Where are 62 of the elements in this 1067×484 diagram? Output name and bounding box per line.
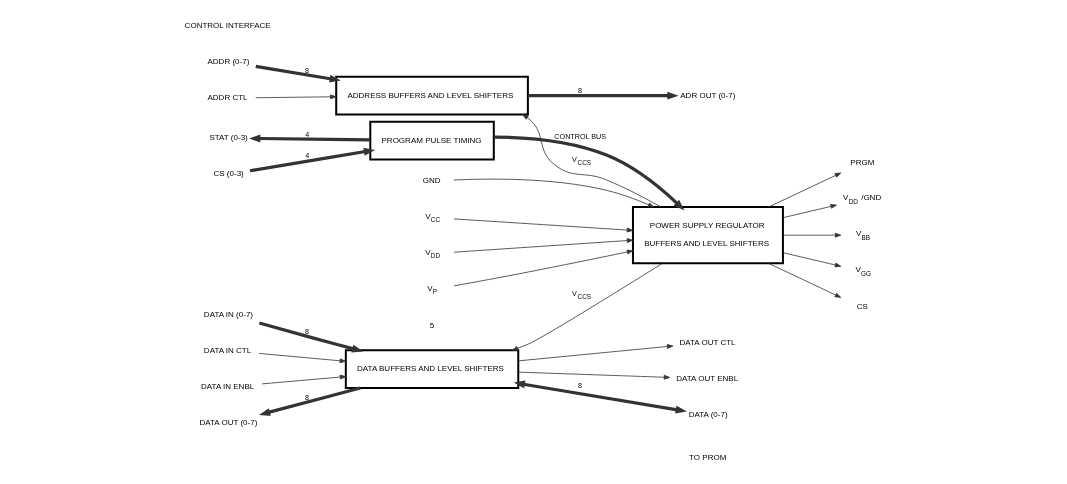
arrow <box>249 134 371 143</box>
arrow <box>768 262 842 298</box>
label: TO PROM <box>689 453 727 463</box>
node-text: DATA OUT (0-7) <box>199 417 258 427</box>
node-text: V$_{CC}$ <box>425 211 441 224</box>
arrow <box>493 135 685 211</box>
arrow <box>522 114 662 208</box>
edge-label: 8 <box>304 66 309 76</box>
arrow <box>518 344 674 362</box>
arrow <box>258 386 361 416</box>
arrow <box>255 64 341 83</box>
label: 5 <box>429 320 435 330</box>
arrow <box>528 91 679 100</box>
node-box: ADDRESS BUFFERS AND LEVEL SHIFTERS <box>335 75 529 116</box>
node-text: STAT (0-3) <box>209 133 248 143</box>
arrow <box>768 172 842 208</box>
arrow <box>453 178 655 208</box>
node-text: CS (0-3) <box>213 169 244 179</box>
arrow <box>782 204 837 219</box>
edge-label: CONTROL BUS <box>554 132 607 142</box>
arrow <box>261 374 347 385</box>
arrow <box>453 238 634 253</box>
arrow <box>453 218 634 233</box>
edge-label: 4 <box>305 151 310 161</box>
node-text: DATA OUT CTL <box>679 337 736 347</box>
node-text: V$_{GG}$ <box>855 265 872 277</box>
node-text: PRGM <box>850 158 875 168</box>
edge-label: 8 <box>578 86 583 96</box>
node-box: POWER SUPPLY REGULATOR BUFFERS AND LEVEL SHIFTERS <box>631 206 784 265</box>
node-text: ADR OUT (0-7) <box>680 90 736 100</box>
node-text: ADDR (0-7) <box>207 56 250 66</box>
node-text: GND <box>422 176 441 186</box>
arrow <box>782 252 842 268</box>
arrow <box>518 371 671 380</box>
node-text: V$_{BB}$ <box>855 229 871 241</box>
arrow <box>258 321 364 353</box>
node-text: DATA IN ENBL <box>201 381 255 391</box>
label: CONTROL INTERFACE <box>184 20 271 30</box>
node-text: ADDR CTL <box>207 93 248 103</box>
arrow <box>511 262 663 351</box>
arrow <box>249 147 376 173</box>
arrow <box>255 94 337 100</box>
node-text: DATA IN (0-7) <box>203 309 254 319</box>
node-box: PROGRAM PULSE TIMING <box>369 120 495 161</box>
node-text: CS <box>856 302 868 312</box>
edge-label: 8 <box>578 380 583 390</box>
node-box: DATA BUFFERS AND LEVEL SHIFTERS <box>344 349 520 389</box>
arrow <box>453 249 634 287</box>
node-text: DATA OUT ENBL <box>676 373 739 383</box>
edge-label: 8 <box>304 392 309 402</box>
arrow <box>259 353 347 364</box>
arrow <box>513 380 687 414</box>
edge-label: 8 <box>304 326 309 336</box>
arrow <box>782 232 842 238</box>
edge-label: V$_{CCS}$ <box>572 288 592 300</box>
node-text: DATA (0-7) <box>688 409 728 419</box>
edge-label: 4 <box>305 129 310 139</box>
node-text: V$_{DD}$ <box>425 247 441 260</box>
node-text: V$_{P}$ <box>427 283 438 296</box>
edge-label: V$_{CCS}$ <box>572 154 592 167</box>
node-text: DATA IN CTL <box>203 345 252 355</box>
node-text: V$_{DD}$ /GND <box>843 193 882 205</box>
